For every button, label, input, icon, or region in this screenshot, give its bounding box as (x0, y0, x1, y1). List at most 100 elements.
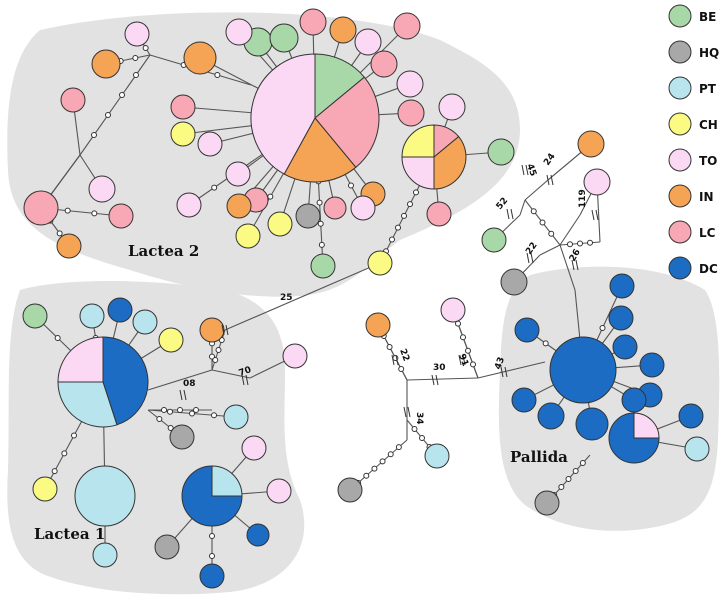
branch-hatch (504, 366, 508, 378)
haplotype-node-to (350, 195, 376, 221)
haplotype-node-in (183, 41, 217, 75)
median-vertex (54, 335, 61, 341)
branch-hatch (500, 366, 504, 378)
branch-hatch (506, 208, 510, 220)
haplotype-node-lc (323, 196, 347, 220)
haplotype-node-lactea2-center-slice-be (314, 53, 366, 120)
branch-hatch (431, 374, 435, 386)
haplotype-node-to (440, 297, 466, 323)
median-vertex (318, 241, 325, 248)
haplotype-node-hq (169, 424, 195, 450)
median-vertex (91, 210, 98, 217)
haplotype-node-in (91, 49, 121, 79)
haplotype-node-to (197, 131, 223, 157)
branch-label: 22 (397, 348, 411, 363)
haplotype-node-dc (608, 305, 634, 331)
haplotype-node-dc (246, 523, 270, 547)
median-vertex (401, 212, 407, 219)
branch-hatch (526, 252, 530, 264)
median-vertex (398, 366, 405, 372)
branch-hatch (403, 406, 407, 418)
median-vertex (579, 460, 586, 466)
median-vertex (460, 334, 466, 341)
branch-hatch (225, 324, 229, 336)
haplotype-node-lc (397, 99, 425, 127)
network-edge (147, 369, 213, 391)
branch-label: 91 (456, 353, 470, 368)
branch-hatch (391, 354, 395, 366)
haplotype-node-to (225, 161, 251, 187)
branch-hatch (241, 374, 245, 386)
haplotype-node-lc (170, 94, 196, 120)
haplotype-node-ch (235, 223, 261, 249)
median-vertex (348, 182, 354, 189)
median-vertex (193, 407, 199, 413)
haplotype-node-dc (612, 334, 638, 360)
median-vertex (156, 416, 163, 422)
median-vertex (548, 230, 555, 237)
haplotype-node-lc (393, 12, 421, 40)
median-vertex (470, 361, 476, 368)
haplotype-node-in (365, 312, 391, 338)
legend-label-lc: LC (699, 226, 716, 240)
haplotype-node-dc (639, 352, 665, 378)
median-vertex (567, 241, 573, 248)
branch-hatch (525, 164, 529, 176)
haplotype-node-hq (534, 490, 560, 516)
haplotype-node-be (487, 138, 515, 166)
legend-swatch-be (668, 4, 692, 28)
haplotype-node-lactea2-center-slice-to (250, 53, 316, 175)
median-vertex (212, 357, 219, 363)
haplotype-node-lactea1-center-slice-pt (57, 381, 118, 428)
haplotype-node-pt (74, 465, 136, 527)
median-vertex (211, 184, 218, 191)
haplotype-node-pt (92, 542, 118, 568)
median-vertex (539, 219, 546, 226)
network-edge (539, 244, 561, 256)
median-vertex (599, 325, 606, 331)
haplotype-node-lactea2-secondary-slice-ch (401, 124, 435, 158)
haplotype-node-to (438, 93, 466, 121)
median-vertex (215, 347, 222, 353)
branch-hatch (407, 406, 411, 418)
haplotype-node-lactea2-secondary-slice-to (401, 156, 435, 190)
legend-swatch-hq (668, 40, 692, 64)
branch-label: 34 (414, 412, 424, 425)
haplotype-node-dc (575, 407, 609, 441)
haplotype-node-hq (154, 534, 180, 560)
legend-swatch-pt (668, 76, 692, 100)
legend-label-dc: DC (699, 262, 718, 276)
median-vertex (577, 240, 583, 247)
haplotype-node-hq (500, 268, 528, 296)
median-vertex (142, 45, 149, 51)
haplotype-node-dc (678, 403, 704, 429)
haplotype-node-be (310, 253, 336, 279)
haplotype-node-to (88, 175, 116, 203)
branch-label: 45 (524, 163, 538, 178)
median-vertex (411, 426, 418, 432)
haplotype-node-pt (132, 309, 158, 335)
median-vertex (214, 72, 221, 78)
haplotype-node-to (354, 28, 382, 56)
network-edge (406, 377, 479, 381)
branch-label: 25 (280, 293, 293, 303)
median-vertex (379, 458, 386, 465)
haplotype-node-dc (199, 563, 225, 589)
median-vertex (387, 451, 394, 458)
median-vertex (317, 220, 324, 227)
branch-hatch (595, 209, 599, 221)
haplotype-node-lc (60, 87, 86, 113)
median-vertex (167, 408, 173, 415)
branch-hatch (510, 208, 514, 220)
haplotype-node-pt (684, 436, 710, 462)
haplotype-node-pt (424, 443, 450, 469)
haplotype-node-pallida-secondary-slice-to (633, 412, 660, 439)
group-label-pallida: Pallida (510, 448, 568, 466)
haplotype-node-to (266, 478, 292, 504)
network-edge (211, 369, 251, 379)
branch-hatch (435, 374, 439, 386)
haplotype-node-in (329, 16, 357, 44)
median-vertex (407, 201, 413, 208)
branch-label: 30 (433, 363, 446, 373)
